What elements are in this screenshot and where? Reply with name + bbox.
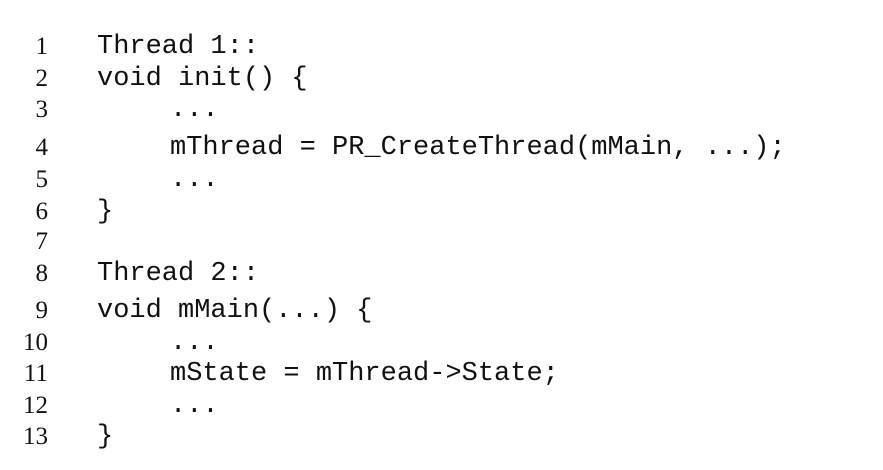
- line-code: }: [97, 422, 114, 452]
- code-line: 13 }: [0, 421, 883, 453]
- line-number: 11: [23, 360, 48, 387]
- code-line: 10 ...: [0, 327, 883, 359]
- line-code: mState = mThread->State;: [170, 359, 559, 389]
- line-code: ...: [170, 391, 219, 421]
- line-number: 13: [23, 423, 48, 450]
- code-line: 4 mThread = PR_CreateThread(mMain, ...);: [0, 132, 883, 164]
- code-line: 5 ...: [0, 164, 883, 196]
- line-code: void init() {: [97, 64, 308, 94]
- line-code: }: [97, 197, 114, 227]
- code-line: 1 Thread 1::: [0, 31, 883, 63]
- line-code: Thread 2::: [97, 259, 260, 289]
- line-code: ...: [170, 328, 219, 358]
- line-code: Thread 1::: [97, 32, 260, 62]
- line-number: 6: [35, 198, 49, 225]
- code-line: 6 }: [0, 196, 883, 228]
- line-number: 7: [35, 228, 49, 255]
- line-number: 3: [35, 96, 49, 123]
- line-number: 10: [23, 329, 48, 356]
- code-line: 8 Thread 2::: [0, 258, 883, 290]
- line-number: 1: [35, 33, 49, 60]
- code-line: 9 void mMain(...) {: [0, 295, 883, 327]
- line-code: ...: [170, 165, 219, 195]
- line-code: ...: [170, 95, 219, 125]
- code-line: 7: [0, 226, 883, 258]
- code-line: 12 ...: [0, 390, 883, 422]
- code-line: 11 mState = mThread->State;: [0, 358, 883, 390]
- line-code: mThread = PR_CreateThread(mMain, ...);: [170, 133, 786, 163]
- line-number: 9: [35, 297, 49, 324]
- code-line: 2 void init() {: [0, 63, 883, 95]
- code-line: 3 ...: [0, 94, 883, 126]
- line-code: void mMain(...) {: [97, 296, 373, 326]
- line-number: 4: [35, 134, 49, 161]
- line-number: 8: [35, 260, 49, 287]
- line-number: 5: [35, 166, 49, 193]
- line-number: 12: [23, 392, 48, 419]
- line-number: 2: [35, 65, 49, 92]
